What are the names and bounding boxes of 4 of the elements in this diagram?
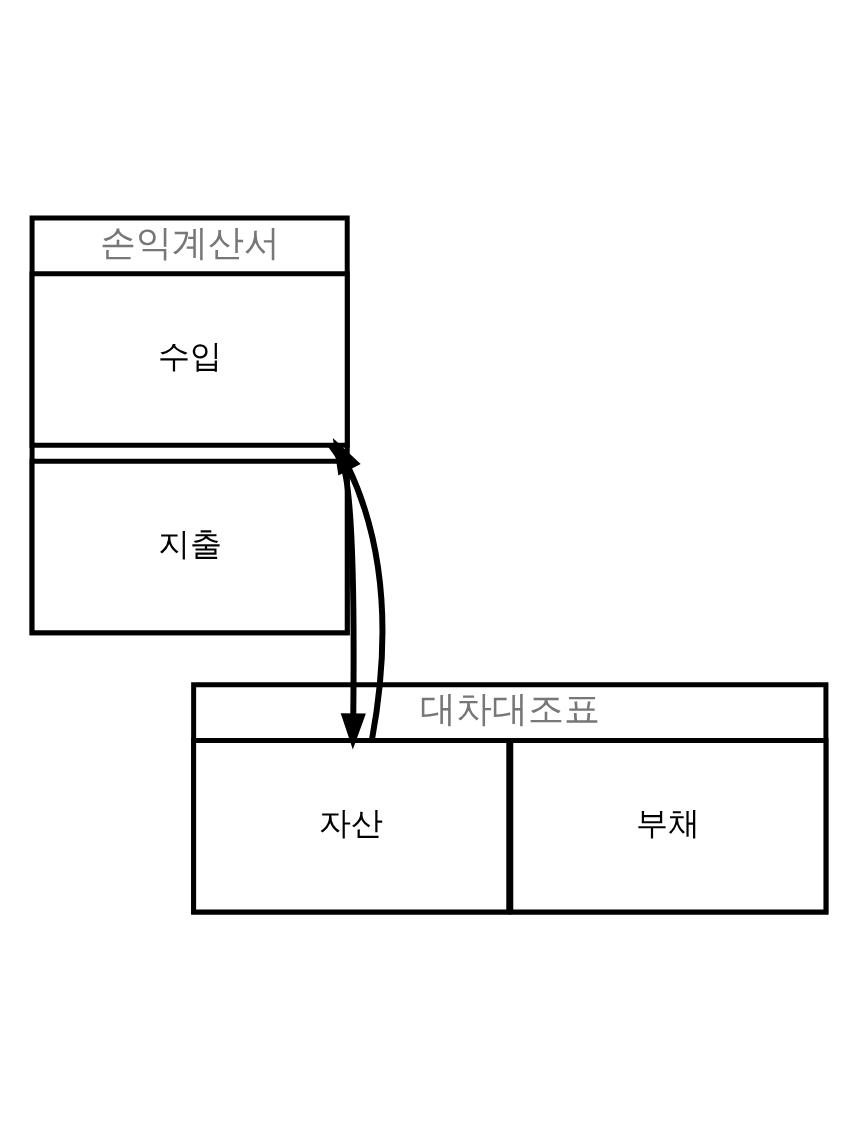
- arrow: [332, 437, 386, 741]
- node-box: 수입: [29, 271, 350, 448]
- node-box: 지출: [29, 458, 350, 636]
- node-box: 부채: [508, 738, 829, 915]
